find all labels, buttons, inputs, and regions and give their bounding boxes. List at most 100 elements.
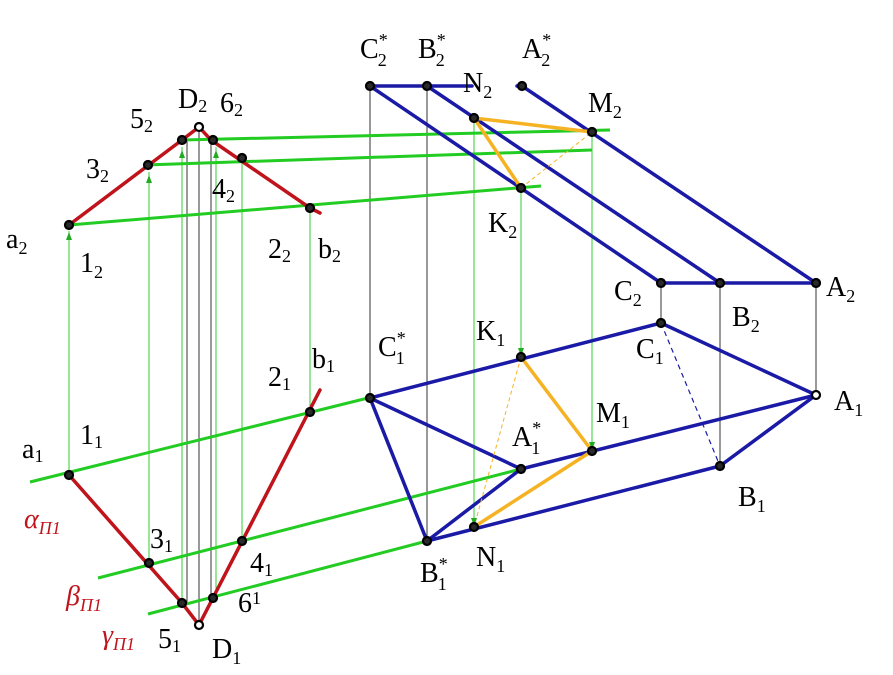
edge-C1s-A1s (368, 396, 523, 471)
green-line-3-4 (144, 148, 593, 167)
gamma-trace (147, 539, 428, 616)
label-A2s: A*2 (522, 30, 551, 70)
point-52 (176, 134, 188, 146)
point-A1 (810, 389, 822, 401)
labels: C*2 B*2 A*2 N2 M2 D2 52 62 32 42 a2 12 2… (6, 30, 863, 668)
label-M2: M2 (588, 88, 622, 122)
label-C1: C1 (636, 334, 664, 368)
points (63, 80, 822, 631)
intersection-hidden (473, 131, 593, 528)
label-22: 22 (268, 234, 291, 266)
green-projection-lines (68, 118, 593, 603)
label-N1: N1 (476, 542, 505, 576)
label-N2: N2 (463, 68, 492, 102)
label-b1: b1 (312, 344, 335, 376)
label-41: 41 (250, 548, 273, 580)
label-B1s: B*1 (420, 554, 448, 594)
plane-traces (29, 395, 522, 616)
point-32 (142, 159, 154, 171)
point-22 (304, 202, 316, 214)
point-42 (236, 152, 248, 164)
label-A2: A2 (826, 272, 855, 306)
point-N2 (468, 112, 480, 124)
point-61 (207, 592, 219, 604)
red-lower-line (67, 388, 322, 629)
label-D1: D1 (212, 634, 241, 668)
point-41 (236, 535, 248, 547)
arrow-3 (146, 175, 152, 183)
label-A1: A1 (834, 386, 863, 420)
label-alpha: αП1 (24, 504, 61, 538)
green-lines-upper (68, 128, 611, 227)
point-D1 (193, 619, 205, 631)
label-C2: C2 (614, 276, 642, 310)
edge-C1-B1-hidden (660, 322, 721, 467)
label-62: 62 (220, 88, 243, 120)
label-42: 42 (212, 174, 235, 206)
edge-C1s-C1 (368, 321, 663, 400)
arrow-5 (179, 150, 185, 158)
label-12: 12 (80, 248, 103, 282)
point-21 (304, 406, 316, 418)
point-B2s (421, 80, 433, 92)
label-B2s: B*2 (418, 30, 446, 70)
label-D2: D2 (178, 84, 207, 116)
label-a1: a1 (22, 434, 43, 466)
label-beta: βП1 (65, 581, 102, 615)
point-A2 (810, 277, 822, 289)
label-A1s: A*1 (512, 418, 541, 458)
label-M1: M1 (596, 398, 630, 432)
label-B2: B2 (732, 302, 760, 336)
point-M2 (586, 126, 598, 138)
green-line-5-6 (181, 128, 611, 142)
point-C2 (655, 277, 667, 289)
point-C1 (655, 317, 667, 329)
point-K1 (515, 351, 527, 363)
arrow-6 (213, 150, 219, 158)
point-K2 (515, 182, 527, 194)
section-upper-hidden (520, 131, 593, 189)
label-31: 31 (150, 524, 173, 556)
point-A1s (515, 463, 527, 475)
label-52: 52 (130, 104, 153, 136)
point-C1s (364, 392, 376, 404)
edge-A1s-B1s (425, 467, 523, 543)
point-31 (143, 557, 155, 569)
point-B1 (714, 460, 726, 472)
point-62 (207, 134, 219, 146)
edge-A1s-A1 (519, 393, 818, 471)
point-B2 (714, 277, 726, 289)
edge-B1-A1 (718, 393, 818, 468)
edge-C1s-B1s (368, 396, 429, 543)
point-51 (176, 597, 188, 609)
point-D2 (193, 121, 205, 133)
arrow-1 (66, 232, 72, 240)
label-61: 61 (238, 588, 261, 619)
label-C1s: C*1 (378, 328, 406, 368)
edge-C1-A1 (659, 321, 818, 397)
label-K2: K2 (488, 208, 517, 242)
label-11: 11 (80, 420, 103, 452)
point-a2 (63, 219, 75, 231)
edge-A2s-A2 (520, 84, 818, 285)
point-11 (63, 469, 75, 481)
label-gamma: γП1 (102, 620, 135, 654)
label-B1: B1 (738, 482, 766, 516)
label-a2: a2 (6, 224, 27, 258)
point-M1 (586, 445, 598, 457)
point-N1 (468, 521, 480, 533)
point-C2s (364, 80, 376, 92)
point-B1s (421, 535, 433, 547)
label-C2s: C*2 (360, 30, 388, 70)
point-A2s (516, 80, 528, 92)
label-K1: K1 (476, 316, 505, 350)
projection-lines (186, 86, 817, 625)
label-51: 51 (158, 624, 181, 656)
section-lower-hidden (473, 356, 522, 528)
edge-C2s-C2 (368, 84, 663, 285)
label-32: 32 (86, 154, 109, 186)
beta-trace (97, 467, 522, 580)
label-21: 21 (268, 362, 291, 394)
